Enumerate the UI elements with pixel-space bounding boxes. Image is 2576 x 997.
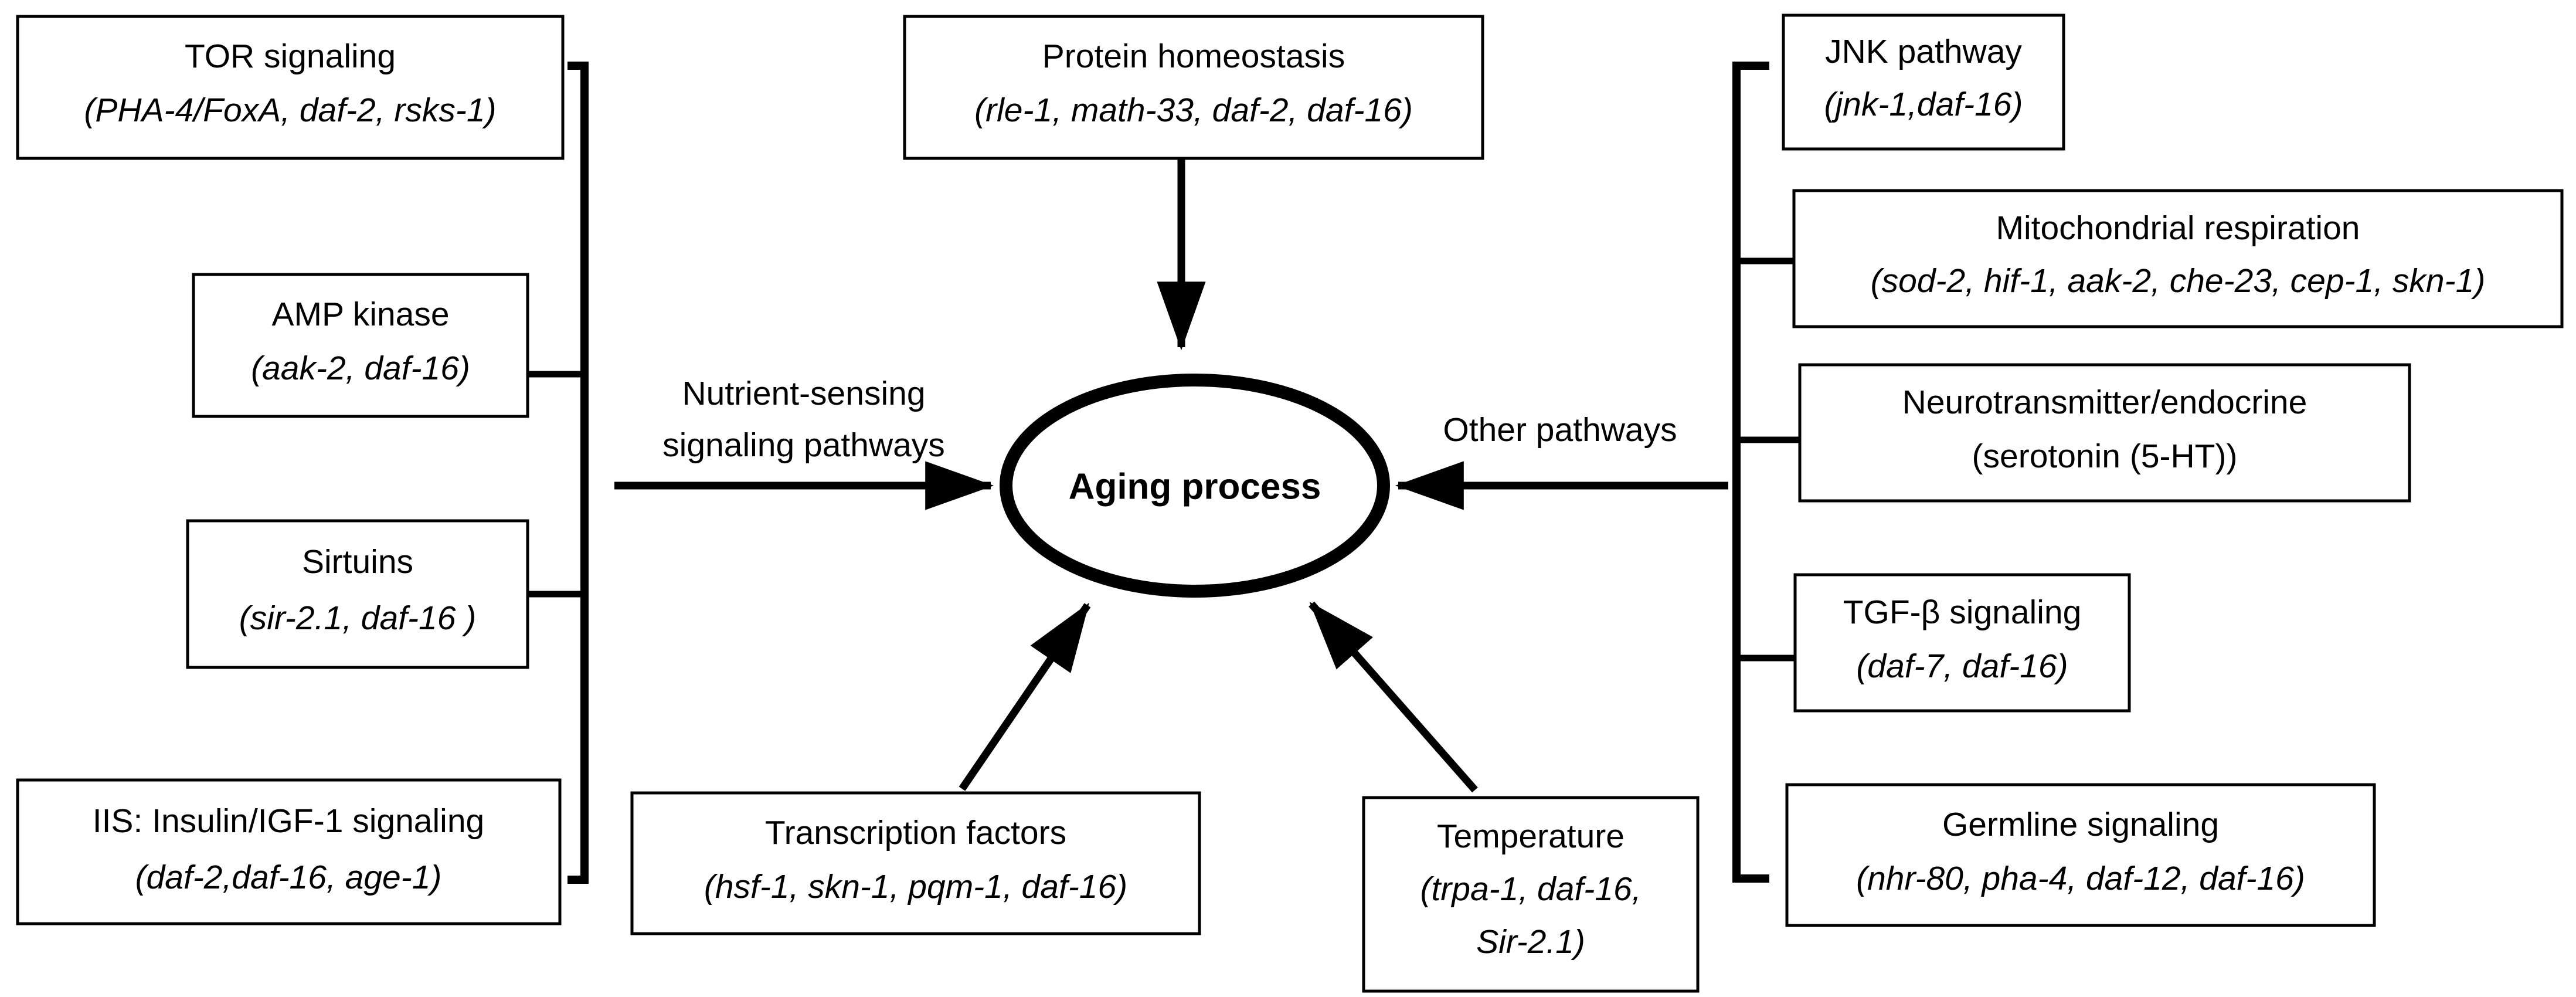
left-group-bracket bbox=[528, 62, 589, 884]
box-mitochondrial-respiration[interactable]: Mitochondrial respiration (sod-2, hif-1,… bbox=[1792, 189, 2564, 328]
box-amp-kinase[interactable]: AMP kinase (aak-2, daf-16) bbox=[192, 273, 529, 418]
box-tor-signaling-title: TOR signaling bbox=[185, 38, 396, 75]
edge-label-nutrient-sensing-line2: signaling pathways bbox=[662, 426, 945, 464]
arrow-transcription-factors-to-hub bbox=[959, 602, 1091, 791]
box-tgf-beta-signaling[interactable]: TGF-β signaling (daf-7, daf-16) bbox=[1793, 573, 2131, 713]
box-transcription-factors-title: Transcription factors bbox=[765, 814, 1066, 852]
box-neurotransmitter-endocrine-genes: (serotonin (5-HT)) bbox=[1972, 438, 2238, 475]
box-sirtuins-title: Sirtuins bbox=[302, 543, 413, 581]
hub-aging-process[interactable]: Aging process bbox=[1000, 374, 1390, 598]
right-group-bracket bbox=[1732, 62, 1800, 883]
box-neurotransmitter-endocrine-title: Neurotransmitter/endocrine bbox=[1902, 384, 2307, 421]
box-tor-signaling[interactable]: TOR signaling (PHA-4/FoxA, daf-2, rsks-1… bbox=[16, 15, 565, 160]
edge-label-other-pathways: Other pathways bbox=[1443, 411, 1677, 449]
box-sirtuins[interactable]: Sirtuins (sir-2.1, daf-16 ) bbox=[186, 519, 529, 669]
box-iis-genes: (daf-2,daf-16, age-1) bbox=[135, 859, 442, 896]
box-iis-insulin-igf1-signaling[interactable]: IIS: Insulin/IGF-1 signaling (daf-2,daf-… bbox=[16, 778, 562, 925]
box-temperature-title: Temperature bbox=[1437, 818, 1625, 855]
box-jnk-pathway[interactable]: JNK pathway (jnk-1,daf-16) bbox=[1782, 13, 2065, 151]
box-neurotransmitter-endocrine[interactable]: Neurotransmitter/endocrine (serotonin (5… bbox=[1798, 363, 2411, 503]
box-germline-signaling-genes: (nhr-80, pha-4, daf-12, daf-16) bbox=[1856, 860, 2305, 897]
box-temperature[interactable]: Temperature (trpa-1, daf-16, Sir-2.1) bbox=[1362, 796, 1700, 993]
box-jnk-pathway-genes: (jnk-1,daf-16) bbox=[1824, 86, 2023, 123]
box-tgf-beta-signaling-title: TGF-β signaling bbox=[1843, 594, 2082, 631]
box-tgf-beta-signaling-genes: (daf-7, daf-16) bbox=[1856, 647, 2068, 685]
box-tor-signaling-genes: (PHA-4/FoxA, daf-2, rsks-1) bbox=[84, 91, 496, 129]
edge-label-other-pathways-line1: Other pathways bbox=[1443, 411, 1677, 449]
box-mitochondrial-respiration-genes: (sod-2, hif-1, aak-2, che-23, cep-1, skn… bbox=[1871, 262, 2486, 300]
edge-label-nutrient-sensing: Nutrient-sensing signaling pathways bbox=[662, 375, 945, 464]
box-transcription-factors-genes: (hsf-1, skn-1, pqm-1, daf-16) bbox=[704, 868, 1127, 906]
box-germline-signaling[interactable]: Germline signaling (nhr-80, pha-4, daf-1… bbox=[1785, 783, 2376, 927]
box-temperature-genes-line2: Sir-2.1) bbox=[1476, 923, 1585, 961]
box-iis-title: IIS: Insulin/IGF-1 signaling bbox=[93, 802, 484, 840]
box-amp-kinase-title: AMP kinase bbox=[271, 296, 449, 333]
box-jnk-pathway-title: JNK pathway bbox=[1825, 33, 2022, 70]
box-germline-signaling-title: Germline signaling bbox=[1942, 806, 2219, 843]
box-mitochondrial-respiration-title: Mitochondrial respiration bbox=[1996, 209, 2360, 247]
box-transcription-factors[interactable]: Transcription factors (hsf-1, skn-1, pqm… bbox=[630, 791, 1201, 935]
arrow-temperature-to-hub bbox=[1309, 601, 1478, 793]
box-protein-homeostasis[interactable]: Protein homeostasis (rle-1, math-33, daf… bbox=[903, 15, 1484, 160]
box-temperature-genes-line1: (trpa-1, daf-16, bbox=[1420, 870, 1641, 908]
box-protein-homeostasis-title: Protein homeostasis bbox=[1042, 38, 1345, 75]
hub-aging-process-label: Aging process bbox=[1069, 466, 1321, 507]
edge-label-nutrient-sensing-line1: Nutrient-sensing bbox=[682, 375, 925, 412]
box-amp-kinase-genes: (aak-2, daf-16) bbox=[251, 350, 470, 387]
box-sirtuins-genes: (sir-2.1, daf-16 ) bbox=[239, 599, 476, 637]
box-protein-homeostasis-genes: (rle-1, math-33, daf-2, daf-16) bbox=[974, 91, 1413, 129]
